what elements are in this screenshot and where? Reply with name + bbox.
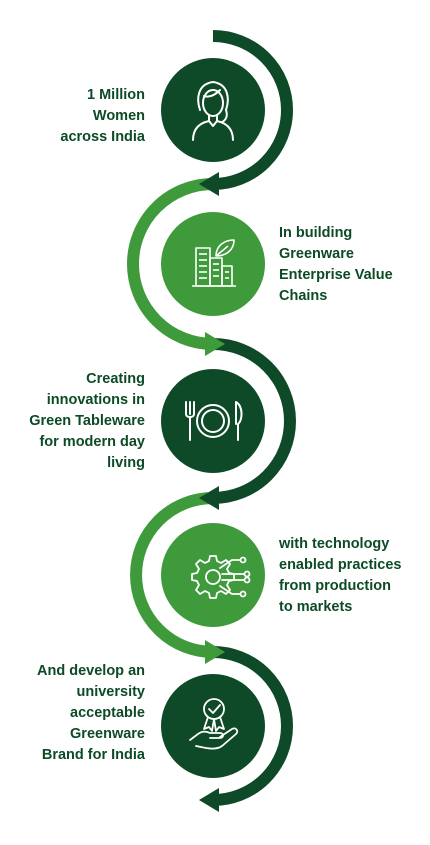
gear-circuit-icon (191, 555, 251, 599)
step-2-label: In building Greenware Enterprise Value C… (279, 225, 393, 304)
flow-arcs (127, 30, 296, 806)
arc-1 (212, 30, 293, 190)
step-circle-3 (161, 369, 265, 473)
plate-cutlery-icon (185, 401, 243, 441)
hand-award-icon (189, 698, 239, 750)
buildings-leaf-icon (192, 239, 236, 287)
step-circle-1 (161, 58, 265, 162)
woman-icon (192, 81, 234, 141)
arrowhead-3 (199, 486, 219, 510)
arrowhead-2 (205, 332, 225, 356)
arrowhead-1 (199, 172, 219, 196)
arc-5 (212, 646, 293, 806)
arrowheads (199, 172, 225, 812)
arrowhead-5 (199, 788, 219, 812)
step-5-label: And develop an university acceptable Gre… (37, 663, 145, 763)
step-circle-4 (161, 523, 265, 627)
step-4-label: with technology enabled practices from p… (279, 536, 402, 615)
arc-2 (127, 178, 214, 350)
arrowhead-4 (205, 640, 225, 664)
arc-3 (212, 338, 296, 504)
step-3-label: Creating innovations in Green Tableware … (29, 371, 145, 471)
arc-4 (130, 492, 214, 658)
step-1-label: 1 Million Women across India (60, 87, 145, 145)
